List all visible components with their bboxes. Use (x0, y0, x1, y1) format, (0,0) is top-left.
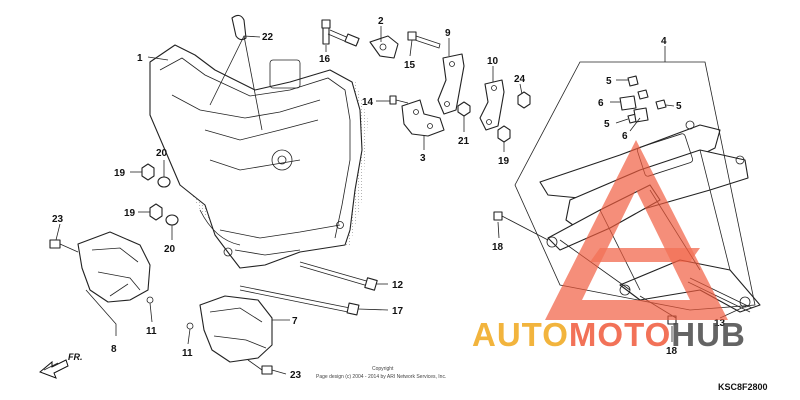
part-16-bolt (321, 19, 360, 47)
part-23-bolt-lower (247, 359, 273, 375)
part-6-clip-b (633, 107, 649, 123)
part-15-bolt (407, 31, 441, 49)
callout-6a: 6 (598, 98, 604, 109)
part-21-washer (457, 101, 471, 117)
callout-12: 12 (392, 280, 404, 291)
part-5-nut-b (637, 89, 649, 100)
callout-23b: 23 (290, 370, 302, 381)
callout-15: 15 (404, 60, 416, 71)
part-7-guard (186, 295, 273, 363)
copyright-line-2: Page design (c) 2004 - 2014 by ARI Netwo… (316, 374, 446, 380)
part-14-bolt (389, 95, 409, 105)
callout-19c: 19 (498, 156, 510, 167)
diagram-code: KSC8F2800 (718, 382, 768, 392)
part-3-bracket (401, 99, 445, 137)
part-10-plate (479, 79, 505, 131)
callout-5b: 5 (676, 101, 682, 112)
callout-18a: 18 (492, 242, 504, 253)
front-direction-label: FR. (68, 352, 83, 362)
callout-17: 17 (392, 306, 404, 317)
callout-14: 14 (362, 97, 374, 108)
callout-5a: 5 (606, 76, 612, 87)
callout-18b: 18 (666, 346, 678, 357)
part-19-nut-left-a (141, 163, 155, 181)
watermark: AUTOMOTOHUB (472, 140, 746, 353)
callout-6b: 6 (622, 131, 628, 142)
callout-20a: 20 (156, 148, 168, 159)
part-19-nut-left-b (149, 203, 163, 221)
leader-lines (55, 26, 756, 375)
part-12-long-bolt (299, 261, 378, 291)
callout-11a: 11 (146, 326, 157, 337)
callout-3: 3 (420, 153, 426, 164)
callout-21: 21 (458, 136, 470, 147)
callout-7: 7 (292, 316, 298, 327)
part-5-nut-a (627, 75, 639, 87)
callout-5c: 5 (604, 119, 610, 130)
callout-16: 16 (319, 54, 331, 65)
callout-13: 13 (714, 318, 726, 329)
callout-23a: 23 (52, 214, 64, 225)
callout-8: 8 (111, 344, 117, 355)
part-22-clip (231, 14, 247, 41)
callout-22: 22 (262, 32, 274, 43)
watermark-logo-icon (545, 140, 728, 320)
callout-10: 10 (487, 56, 499, 67)
frame-body (149, 44, 363, 269)
callout-2: 2 (378, 16, 384, 27)
watermark-auto: AUTO (472, 316, 569, 353)
front-direction-arrow: FR. (39, 352, 83, 379)
callout-labels: 1 2 3 4 5 5 5 5 6 6 7 8 9 10 11 11 12 13… (52, 16, 726, 381)
callout-20b: 20 (164, 244, 176, 255)
part-6-clip-a (619, 95, 637, 111)
part-19-nut-right (497, 125, 511, 143)
part-9-plate (437, 53, 465, 115)
watermark-hub: HUB (671, 316, 746, 353)
callout-4: 4 (661, 36, 667, 47)
part-20-washer-a (157, 176, 171, 188)
watermark-moto: MOTO (569, 316, 671, 353)
part-5-nut-c (655, 99, 667, 110)
part-24-nut (517, 91, 531, 109)
part-2-bracket (369, 35, 399, 59)
callout-1: 1 (137, 53, 143, 64)
callout-9: 9 (445, 28, 451, 39)
callout-24: 24 (514, 74, 526, 85)
watermark-text: AUTOMOTOHUB (472, 316, 746, 353)
part-18-bolt-upper (493, 211, 549, 241)
part-17-long-bolt (239, 285, 360, 316)
callout-11b: 11 (182, 348, 193, 359)
callout-19a: 19 (114, 168, 126, 179)
part-8-guard (77, 231, 154, 304)
part-20-washer-b (165, 214, 179, 226)
part-23-bolt-upper (49, 239, 79, 253)
copyright-line-1: Copyright (372, 366, 394, 372)
callout-19b: 19 (124, 208, 136, 219)
